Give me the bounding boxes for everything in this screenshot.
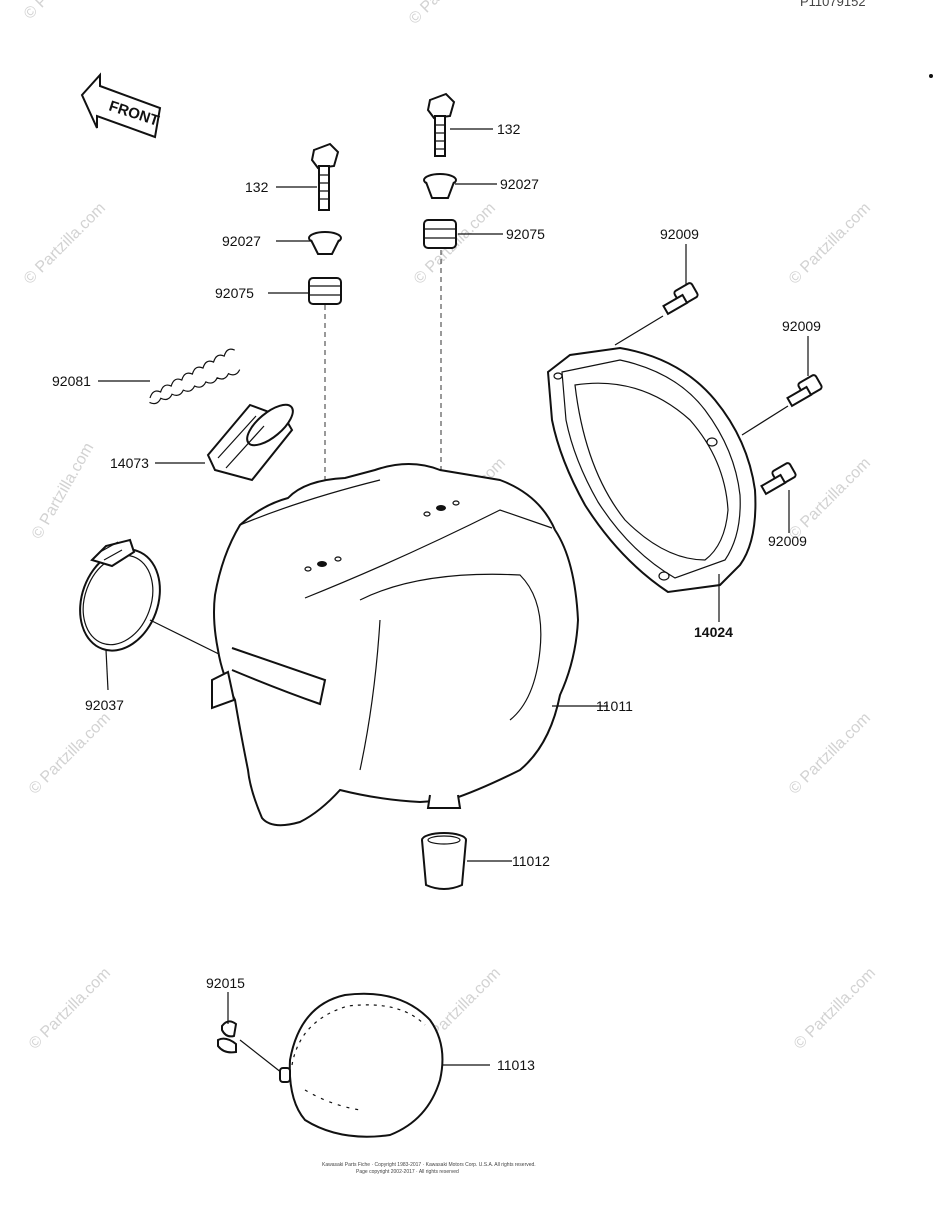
label-clamp: 92037 [85, 697, 124, 713]
label-bolt-right: 132 [497, 121, 521, 137]
cap-icon [546, 346, 757, 594]
grommet-right-icon [423, 219, 457, 249]
label-wing-nut: 92015 [206, 975, 245, 991]
clamp-icon [79, 538, 161, 652]
watermark: © Partzilla.com [29, 440, 98, 542]
bolt-left-icon [310, 142, 340, 211]
label-bolt-mid: 92009 [782, 318, 821, 334]
watermark: © Partzilla.com [26, 965, 114, 1053]
watermark: © Partzilla.com [786, 710, 874, 798]
label-bolt-left: 132 [245, 179, 269, 195]
front-arrow-icon: FRONT [80, 72, 161, 139]
bolt-mid-axis [741, 405, 789, 436]
label-bolt-top: 92009 [660, 226, 699, 242]
label-collar-left: 92027 [222, 233, 261, 249]
housing-icon [211, 463, 580, 827]
mount-hole-icon [436, 505, 446, 511]
mount-hole-icon [317, 561, 327, 567]
wing-nut-icon [217, 1020, 238, 1054]
drain-pipe-icon [421, 832, 467, 890]
collar-left-icon [308, 231, 342, 255]
watermark: © Partzilla.com [786, 200, 874, 288]
footer-copyright-2: Page copyright 2002-2017 · All rights re… [356, 1169, 459, 1175]
label-grommet-left: 92075 [215, 285, 254, 301]
watermark: © Partzilla.com [791, 965, 879, 1053]
element-icon [279, 992, 444, 1138]
bolt-mid-icon [786, 374, 823, 408]
bolt-low-icon [760, 462, 797, 496]
duct-icon [206, 403, 294, 482]
stray-dot [929, 74, 933, 78]
label-spring: 92081 [52, 373, 91, 389]
label-bolt-low: 92009 [768, 533, 807, 549]
part-labels: 132 92027 92075 132 92027 92075 92081 14… [52, 121, 821, 1073]
grommet-left-icon [308, 277, 342, 305]
label-collar-right: 92027 [500, 176, 539, 192]
label-grommet-right: 92075 [506, 226, 545, 242]
watermark: © Partzilla.com [26, 710, 114, 798]
spring-icon [149, 348, 241, 405]
wing-nut-axis [239, 1039, 283, 1074]
bolt-top-icon [662, 282, 699, 316]
label-cap: 14024 [694, 624, 733, 640]
label-duct: 14073 [110, 455, 149, 471]
leader-lines [98, 128, 809, 1066]
diagram-ref-code: P11079152 [800, 0, 866, 9]
watermark: © Partzilla.com [21, 200, 109, 288]
watermark: © Partzilla.com [786, 455, 874, 543]
collar-right-icon [423, 173, 457, 199]
watermark: © Partzilla.com [406, 0, 494, 28]
bolt-right-icon [426, 92, 456, 157]
label-element: 11013 [497, 1057, 535, 1073]
bolt-top-axis [614, 315, 664, 346]
footer-copyright: Kawasaki Parts Fiche · Copyright 1983-20… [322, 1162, 536, 1168]
watermark: © Partzilla.com [21, 0, 109, 23]
label-housing: 11011 [596, 698, 633, 714]
label-drain-pipe: 11012 [512, 853, 550, 869]
